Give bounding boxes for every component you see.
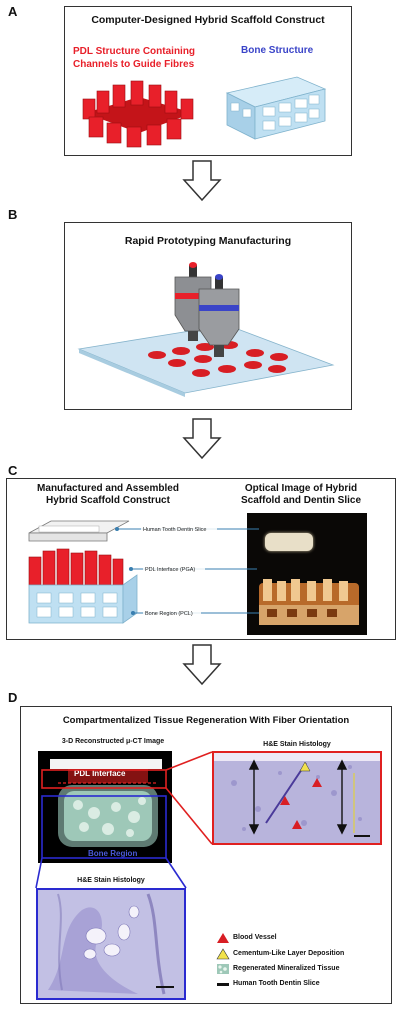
panel-c-left-title: Manufactured and Assembled Hybrid Scaffo… [37, 483, 179, 506]
down-arrow-icon-1 [182, 160, 222, 202]
he-bottom-render [48, 893, 174, 995]
panel-c-letter: C [8, 463, 18, 478]
panel-c-right-title: Optical Image of Hybrid Scaffold and Den… [240, 483, 362, 506]
legend-blood-vessel: Blood Vessel [233, 934, 277, 941]
callout-pdl-interface: PDL Interface (PGA) [145, 567, 195, 573]
panel-a-letter: A [8, 4, 18, 19]
panel-b-title: Rapid Prototyping Manufacturing [124, 235, 292, 247]
ct-scan-render [50, 759, 162, 847]
pdl-structure-label: PDL Structure Containing Channels to Gui… [73, 46, 196, 70]
panel-d-letter: D [8, 690, 18, 705]
panel-a: Computer-Designed Hybrid Scaffold Constr… [64, 6, 352, 156]
red-triangle-icon [217, 933, 229, 943]
bone-structure-illustration [225, 76, 327, 140]
ct-pdl-label: PDL Interface [74, 769, 126, 778]
bone-structure-label: Bone Structure [241, 45, 314, 56]
panel-a-title: Computer-Designed Hybrid Scaffold Constr… [91, 14, 325, 26]
ct-image-label: 3-D Reconstructed μ-CT Image [61, 738, 165, 745]
yellow-triangle-icon [216, 948, 230, 960]
ct-bone-label: Bone Region [88, 849, 138, 858]
optical-image [247, 513, 367, 635]
ct-image: PDL Interface Bone Region [38, 751, 172, 863]
rapid-prototyping-illustration [77, 262, 335, 397]
he-top-label: H&E Stain Histology [263, 741, 331, 748]
panel-b: Rapid Prototyping Manufacturing [64, 222, 352, 410]
black-bar-icon [217, 983, 229, 986]
he-top-render [214, 753, 380, 837]
down-arrow-icon-3 [182, 644, 222, 686]
scaffold-photo [259, 579, 359, 625]
assembled-construct-illustration: Human Tooth Dentin Slice PDL Interface (… [28, 520, 259, 624]
he-top-image [212, 751, 382, 845]
down-arrow-icon-2 [182, 418, 222, 460]
pdl-structure-illustration [82, 80, 194, 148]
dentin-slice-photo [265, 533, 313, 551]
callout-bone-region: Bone Region (PCL) [145, 611, 193, 617]
legend-mineralized-tissue: Regenerated Mineralized Tissue [233, 965, 340, 972]
legend-cementum: Cementum-Like Layer Deposition [233, 950, 345, 957]
he-bottom-image [36, 888, 186, 1000]
mineral-tissue-icon [217, 964, 229, 974]
he-bottom-label: H&E Stain Histology [77, 877, 145, 884]
panel-b-letter: B [8, 207, 18, 222]
legend-dentin-slice: Human Tooth Dentin Slice [233, 980, 320, 987]
callout-dentin-slice: Human Tooth Dentin Slice [143, 527, 207, 533]
panel-c: Manufactured and Assembled Hybrid Scaffo… [6, 478, 396, 640]
panel-d-title: Compartmentalized Tissue Regeneration Wi… [62, 715, 350, 726]
